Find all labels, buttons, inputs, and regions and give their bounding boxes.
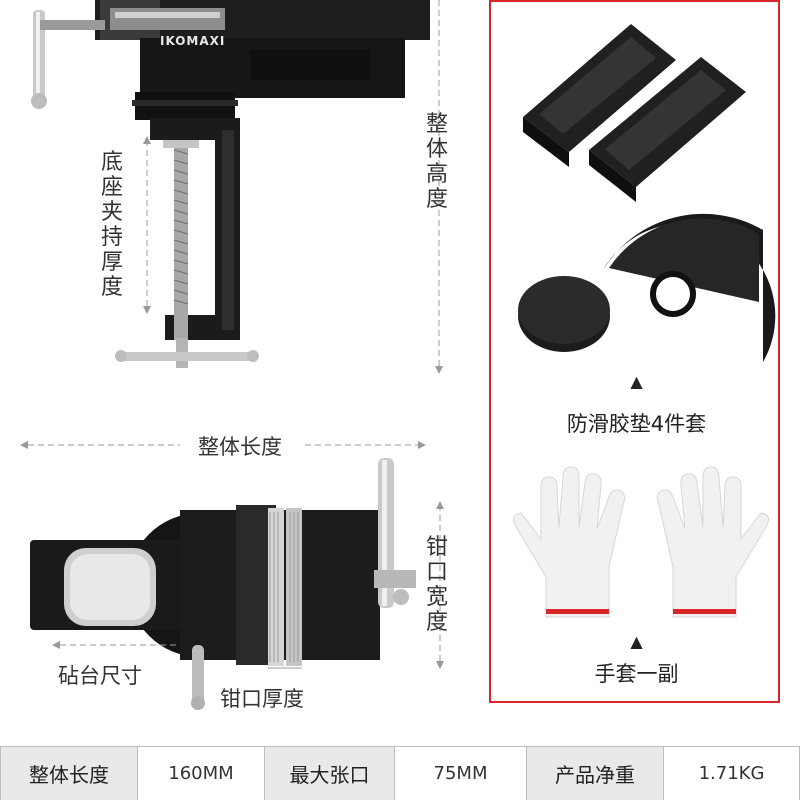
spec-value-net-weight: 1.71KG	[664, 747, 800, 800]
spec-value-overall-length: 160MM	[138, 747, 265, 800]
vise-top-view-illustration	[20, 441, 444, 710]
vertical-label-char: 底	[101, 150, 124, 175]
vertical-label-char: 宽	[426, 585, 449, 610]
vertical-label-char: 座	[101, 175, 124, 200]
accessories-frame: ▲ 防滑胶垫4件套 ▲ 手套一副	[489, 0, 780, 703]
spec-label-net-weight: 产品净重	[527, 747, 664, 800]
spec-label-max-opening: 最大张口	[265, 747, 395, 800]
vertical-label-char: 厚	[101, 250, 124, 275]
vise-side-view-illustration	[31, 0, 443, 374]
anti-slip-pads-illustration	[518, 24, 776, 362]
pads-caption: 防滑胶垫4件套	[566, 412, 707, 436]
spec-label-overall-length: 整体长度	[1, 747, 138, 800]
overall-length-label: 整体长度	[198, 435, 282, 459]
vertical-label-char: 度	[426, 187, 449, 212]
vertical-label-char: 体	[426, 137, 449, 162]
overall-height-label: 整体高度	[426, 112, 448, 212]
jaw-thickness-label: 钳口厚度	[220, 687, 304, 711]
vertical-label-char: 整	[426, 112, 449, 137]
brand-logo: IKOMAXI	[160, 34, 226, 48]
base-clamp-thickness-label: 底座夹持厚度	[101, 150, 123, 300]
gloves-caption: 手套一副	[594, 662, 679, 686]
pads-caption-marker: ▲	[630, 372, 643, 391]
vertical-label-char: 持	[101, 225, 124, 250]
spec-table: 整体长度 160MM 最大张口 75MM 产品净重 1.71KG	[0, 746, 800, 800]
spec-value-max-opening: 75MM	[395, 747, 527, 800]
vertical-label-char: 夹	[101, 200, 124, 225]
gloves-illustration	[512, 466, 770, 618]
vertical-label-char: 钳	[426, 535, 449, 560]
vertical-label-char: 口	[426, 560, 449, 585]
vertical-label-char: 高	[426, 162, 449, 187]
jaw-width-label: 钳口宽度	[426, 535, 448, 635]
vertical-label-char: 度	[101, 275, 124, 300]
gloves-caption-marker: ▲	[630, 632, 643, 651]
anvil-size-label: 砧台尺寸	[58, 664, 142, 688]
vertical-label-char: 度	[426, 610, 449, 635]
